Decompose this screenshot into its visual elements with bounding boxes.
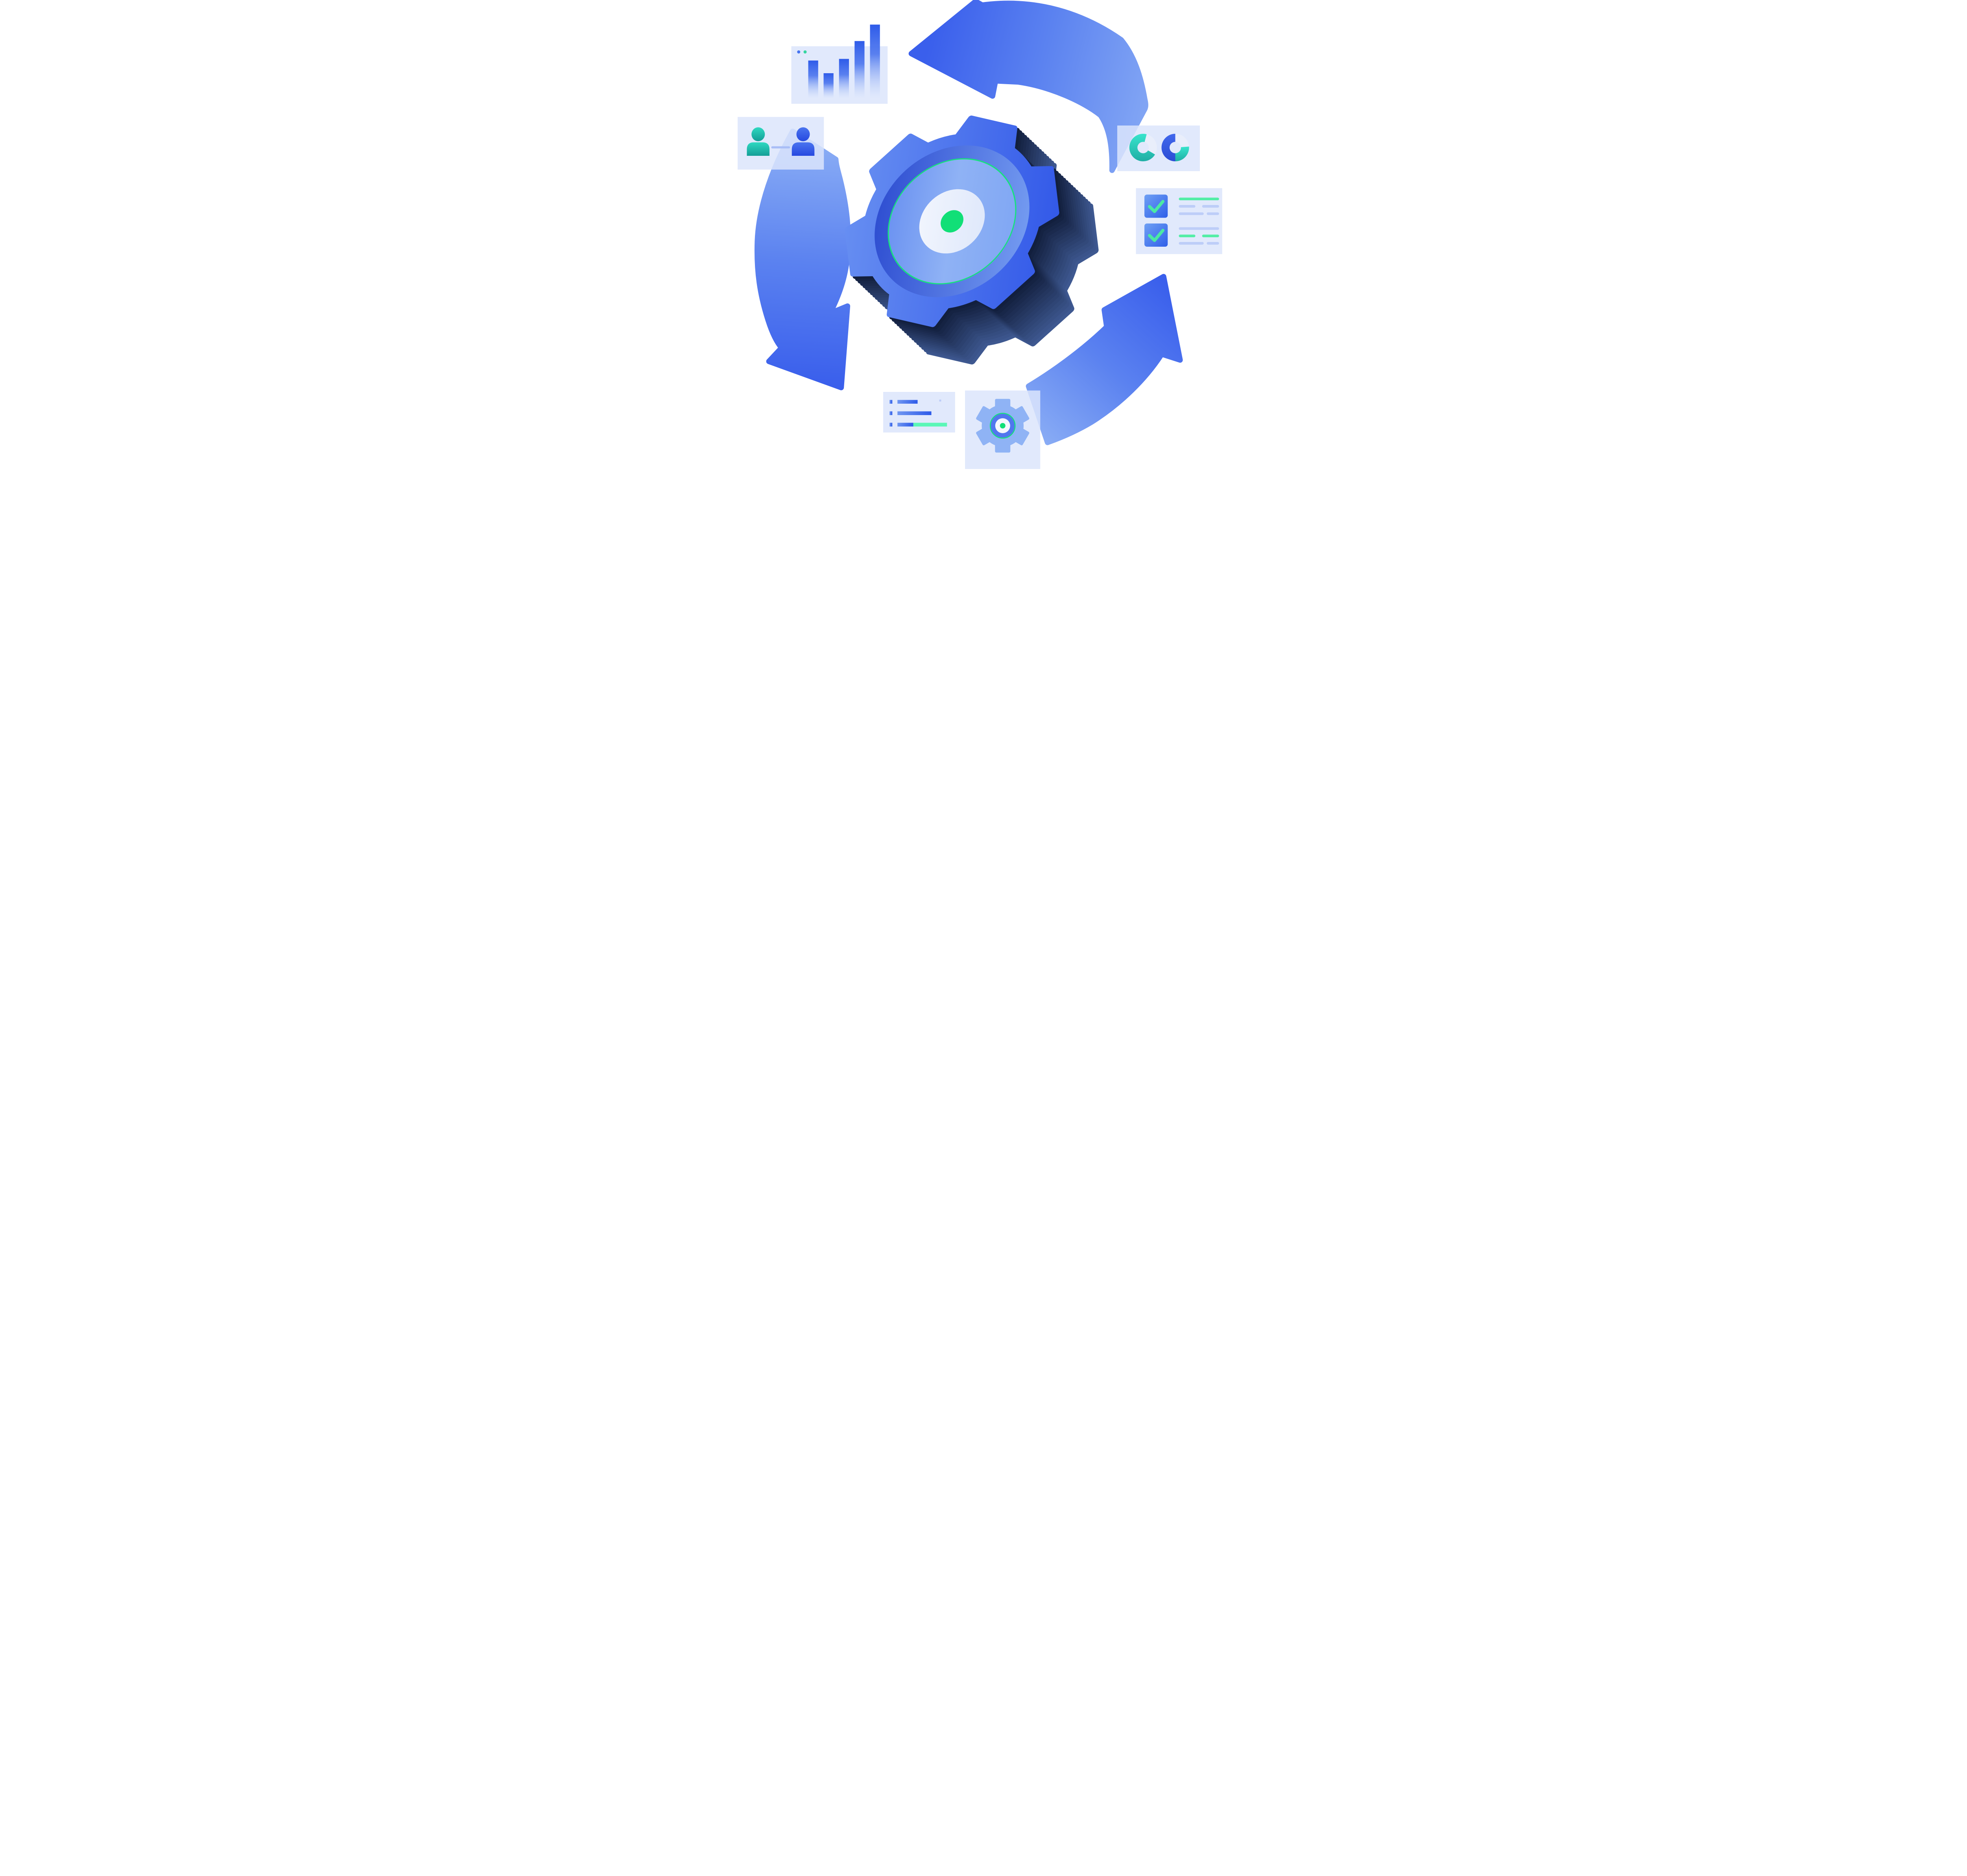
text-line — [1207, 212, 1219, 215]
small-gear-hub — [990, 413, 1016, 439]
list-bullet — [889, 423, 893, 427]
text-line — [1179, 212, 1204, 215]
person-blue-icon — [792, 127, 815, 156]
list-row — [889, 399, 941, 404]
cards — [738, 24, 1222, 469]
card-gear — [965, 390, 1041, 469]
process-cycle-illustration — [738, 0, 1222, 469]
person-teal-icon — [747, 127, 769, 156]
gear-green-ring — [888, 158, 1017, 284]
gear-rim-ring — [875, 145, 1030, 297]
donut-segment — [1161, 134, 1175, 161]
donut-segment — [1144, 134, 1157, 155]
list-bar — [897, 400, 918, 404]
bar — [808, 60, 818, 98]
text-line — [1202, 234, 1219, 237]
text-line — [1202, 205, 1219, 208]
progress-bar-green — [913, 423, 947, 427]
bar — [823, 73, 834, 98]
illustration-stage — [738, 0, 1229, 469]
list-bar — [897, 411, 932, 415]
donut-chart-icon — [1161, 134, 1189, 161]
text-line — [1207, 242, 1219, 245]
list-row — [889, 423, 947, 427]
card-list — [883, 392, 955, 433]
card-donuts — [1117, 126, 1200, 171]
donut-segment — [1175, 146, 1189, 161]
list-bullet — [889, 400, 893, 404]
text-line — [1179, 205, 1196, 208]
users-icon — [747, 127, 815, 156]
green-dot-icon — [803, 50, 807, 54]
card-bar-chart — [791, 24, 888, 104]
donut-segment — [1129, 134, 1155, 162]
text-line — [1179, 227, 1219, 230]
gear-icon — [977, 400, 1028, 451]
donut-segment — [1175, 134, 1189, 147]
checklist-item — [1144, 223, 1219, 247]
list-bar — [897, 423, 913, 427]
task-list-icon — [889, 399, 947, 427]
bar — [854, 41, 865, 98]
gear-hub — [875, 145, 1030, 297]
list-bullet — [889, 411, 893, 415]
list-row — [889, 411, 932, 415]
text-line — [1179, 242, 1204, 245]
checkmark-icon — [1148, 229, 1164, 242]
cycle-arrow-top — [908, 0, 1148, 173]
blue-dot-icon — [797, 50, 801, 54]
gear-3d-icon — [811, 81, 1133, 399]
card-checklist — [1136, 188, 1222, 254]
checkbox — [1144, 194, 1168, 218]
gear-green-dot — [941, 210, 963, 233]
text-line — [1179, 198, 1219, 200]
text-line — [1179, 234, 1196, 237]
cycle-arrow-left — [754, 128, 851, 390]
checklist-icon — [1144, 194, 1219, 247]
cycle-arrows — [754, 0, 1183, 445]
list-bar — [939, 399, 941, 402]
checkmark-icon — [1148, 200, 1164, 213]
bar — [870, 24, 880, 98]
donut-chart-icon — [1129, 134, 1157, 162]
donut-charts-icon — [1129, 134, 1189, 162]
cycle-arrow-bottom-right — [1026, 274, 1183, 445]
connector-line — [771, 146, 790, 149]
checklist-item — [1144, 194, 1219, 218]
checkbox — [1144, 223, 1168, 247]
card-users — [738, 117, 824, 170]
bar-chart-icon — [797, 24, 880, 98]
bar — [839, 59, 849, 98]
